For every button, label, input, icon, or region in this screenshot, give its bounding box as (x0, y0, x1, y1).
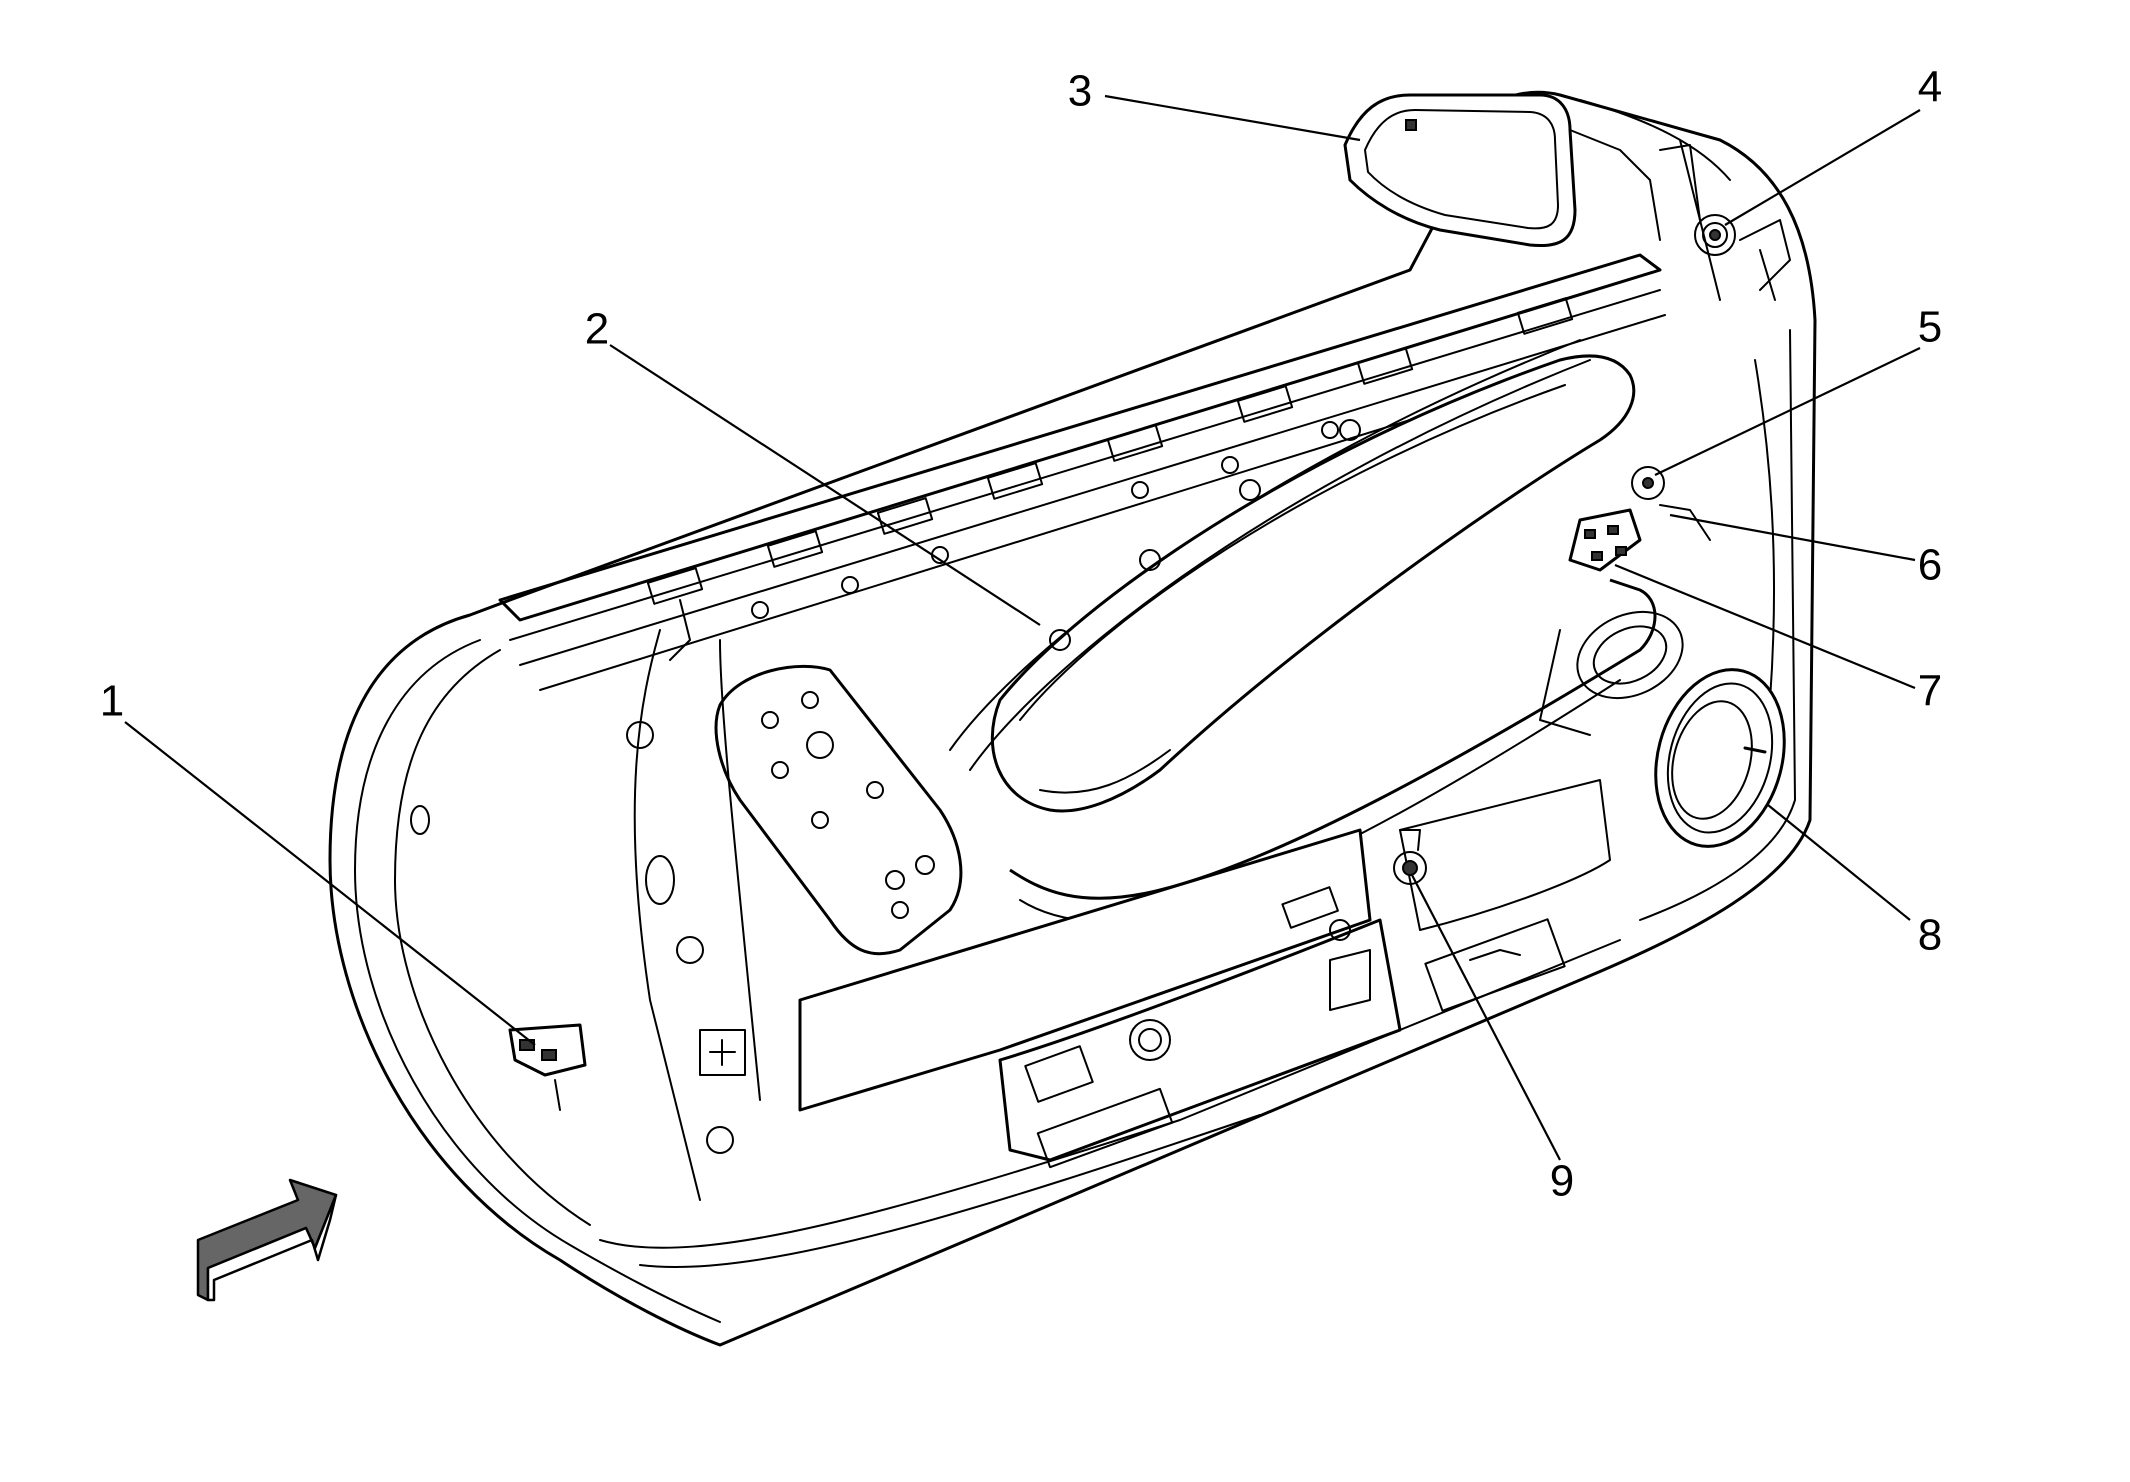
view-direction-arrow-icon (196, 1178, 338, 1302)
door-latch (508, 1023, 587, 1111)
leader-5 (1654, 347, 1921, 476)
callout-4: 4 (1918, 63, 1942, 112)
trim-strip (949, 339, 1591, 771)
upper-speaker (1539, 610, 1684, 736)
mirror-mount-area (1659, 139, 1791, 301)
armrest (990, 354, 1657, 923)
leader-6 (1669, 513, 1916, 562)
callout-9: 9 (1550, 1157, 1574, 1206)
leader-9 (1411, 874, 1561, 1161)
switch-area (1568, 466, 1711, 572)
inner-details (410, 599, 1566, 1201)
callout-5: 5 (1918, 303, 1942, 352)
lower-speaker (1654, 668, 1786, 848)
leader-3 (1104, 94, 1361, 142)
callout-6: 6 (1918, 541, 1942, 590)
callout-1: 1 (100, 677, 124, 726)
leader-lines (124, 94, 1921, 1161)
leader-2 (609, 344, 1041, 626)
mounting-plate (714, 664, 963, 956)
callout-7: 7 (1918, 667, 1942, 716)
side-mirror (1343, 93, 1731, 248)
door-shell (328, 90, 1817, 1347)
leader-4 (1724, 109, 1921, 226)
leader-1 (124, 721, 536, 1046)
leader-8 (1767, 804, 1911, 921)
callout-8: 8 (1918, 911, 1942, 960)
callout-2: 2 (585, 305, 609, 354)
callout-labels: 1 2 3 4 5 6 7 8 9 (100, 63, 1942, 1206)
leader-7 (1614, 563, 1916, 690)
fastener (1393, 829, 1427, 885)
callout-3: 3 (1068, 67, 1092, 116)
lower-pocket (798, 779, 1611, 1169)
